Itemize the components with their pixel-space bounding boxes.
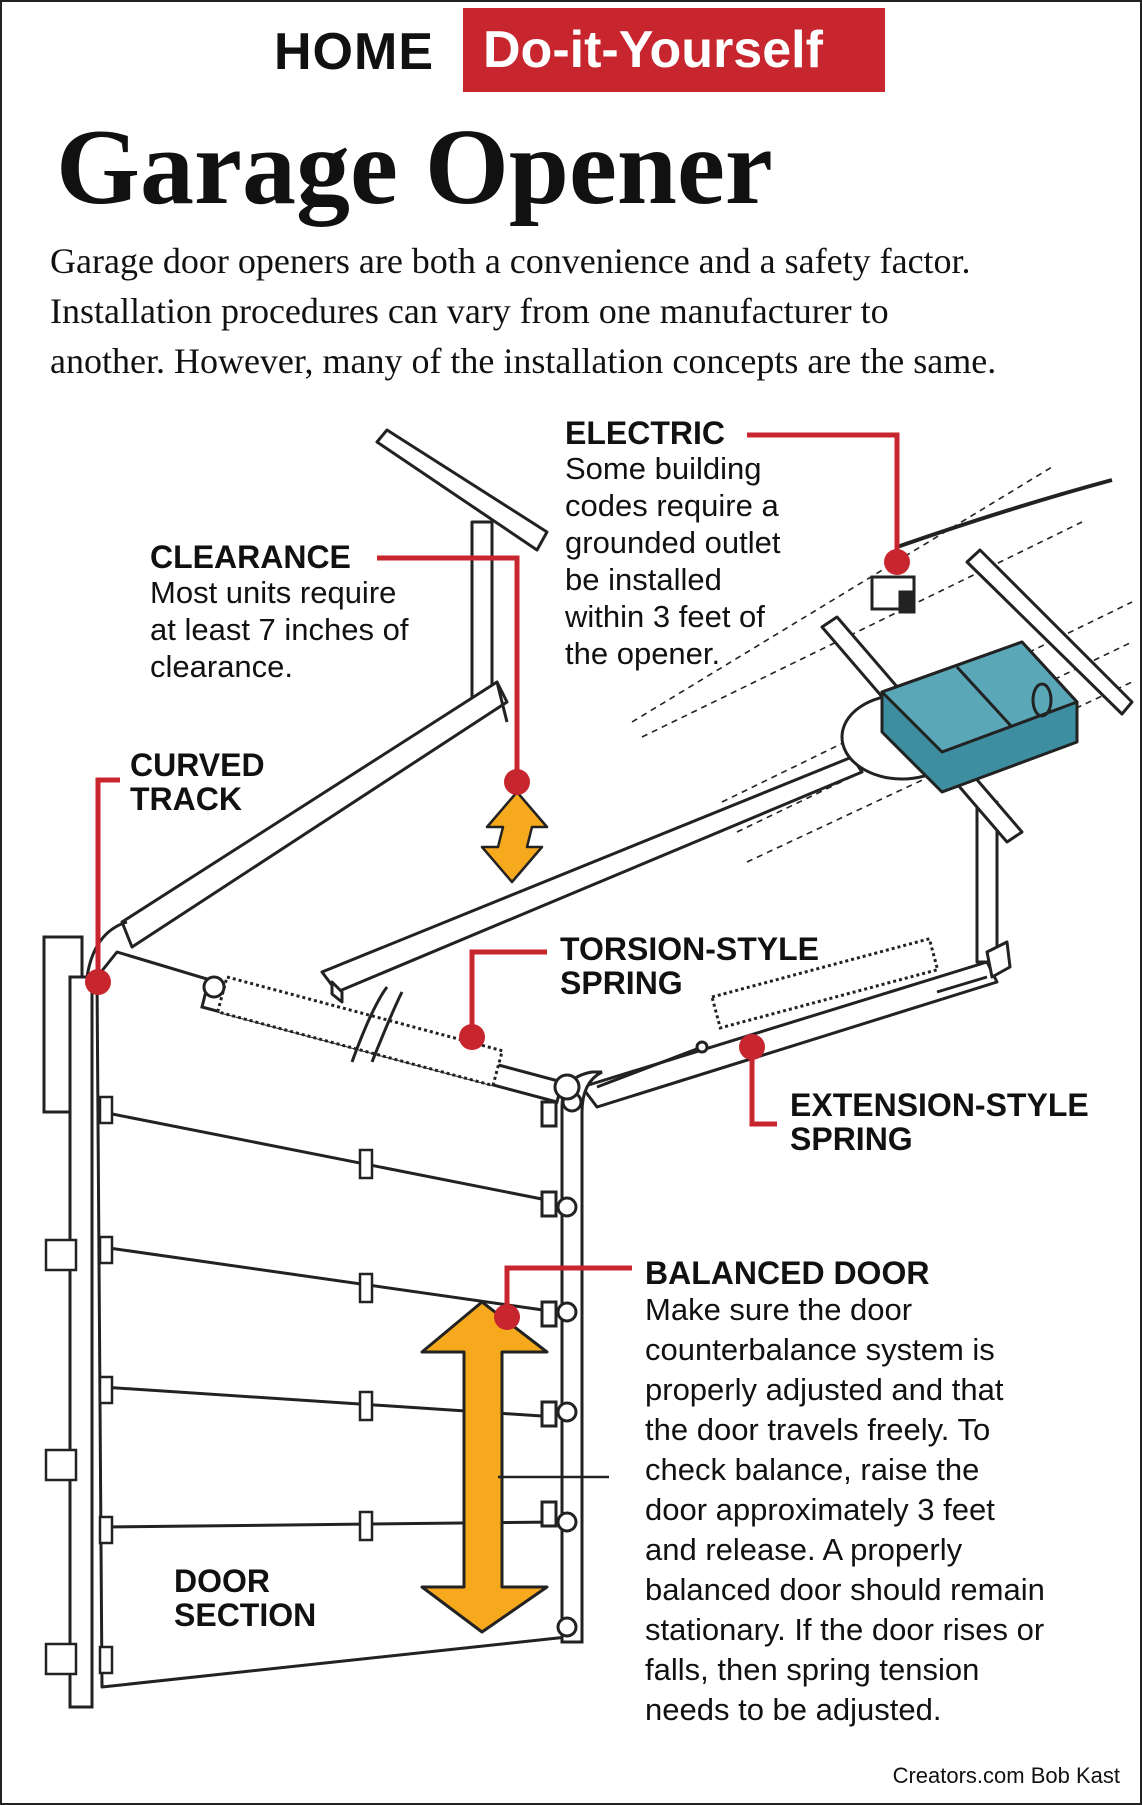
callout-curved-track-heading: CURVED TRACK bbox=[130, 747, 265, 817]
callout-clearance-body: Most units require at least 7 inches of … bbox=[150, 575, 409, 684]
callout-electric: ELECTRIC Some building codes require a g… bbox=[565, 416, 845, 672]
torsion-spring bbox=[200, 975, 581, 1104]
credit-line: Creators.com Bob Kast bbox=[892, 1763, 1120, 1788]
door-track-right bbox=[540, 1070, 603, 1644]
extension-spring bbox=[596, 936, 988, 1089]
callout-torsion-spring: TORSION-STYLE SPRING bbox=[560, 932, 880, 1000]
callout-torsion-spring-heading: TORSION-STYLE SPRING bbox=[560, 931, 819, 1001]
callout-electric-heading: ELECTRIC bbox=[565, 415, 725, 451]
callout-dots bbox=[85, 549, 910, 1330]
callout-door-section: DOOR SECTION bbox=[174, 1564, 394, 1632]
callout-clearance-heading: CLEARANCE bbox=[150, 539, 351, 575]
callout-balanced-door: BALANCED DOOR Make sure the door counter… bbox=[645, 1256, 1105, 1730]
horizontal-track-right bbox=[580, 800, 1012, 1109]
callout-clearance: CLEARANCE Most units require at least 7 … bbox=[150, 540, 490, 685]
horizontal-track-left bbox=[120, 680, 509, 949]
power-cord bbox=[896, 478, 1113, 549]
callout-extension-spring: EXTENSION-STYLE SPRING bbox=[790, 1088, 1130, 1156]
callout-balanced-door-heading: BALANCED DOOR bbox=[645, 1255, 930, 1291]
clearance-arrow bbox=[480, 790, 549, 884]
electric-outlet bbox=[870, 575, 916, 614]
header-home: HOME bbox=[274, 23, 434, 81]
callout-curved-track: CURVED TRACK bbox=[130, 748, 330, 816]
callout-electric-body: Some building codes require a grounded o… bbox=[565, 451, 781, 671]
header-diy-banner: Do-it-Yourself bbox=[463, 8, 885, 92]
opener-motor-unit bbox=[840, 640, 1079, 794]
callout-balanced-door-body: Make sure the door counterbalance system… bbox=[645, 1292, 1045, 1727]
balance-arrow bbox=[420, 1300, 549, 1634]
callout-extension-spring-heading: EXTENSION-STYLE SPRING bbox=[790, 1087, 1089, 1157]
callout-leaders bbox=[95, 432, 900, 1317]
opener-rail bbox=[320, 755, 864, 1004]
callout-door-section-heading: DOOR SECTION bbox=[174, 1563, 317, 1633]
page-title: Garage Opener bbox=[56, 108, 773, 227]
door-jamb-left bbox=[42, 920, 128, 1709]
intro-text: Garage door openers are both a convenien… bbox=[50, 241, 997, 381]
door-hinges bbox=[44, 1095, 374, 1676]
